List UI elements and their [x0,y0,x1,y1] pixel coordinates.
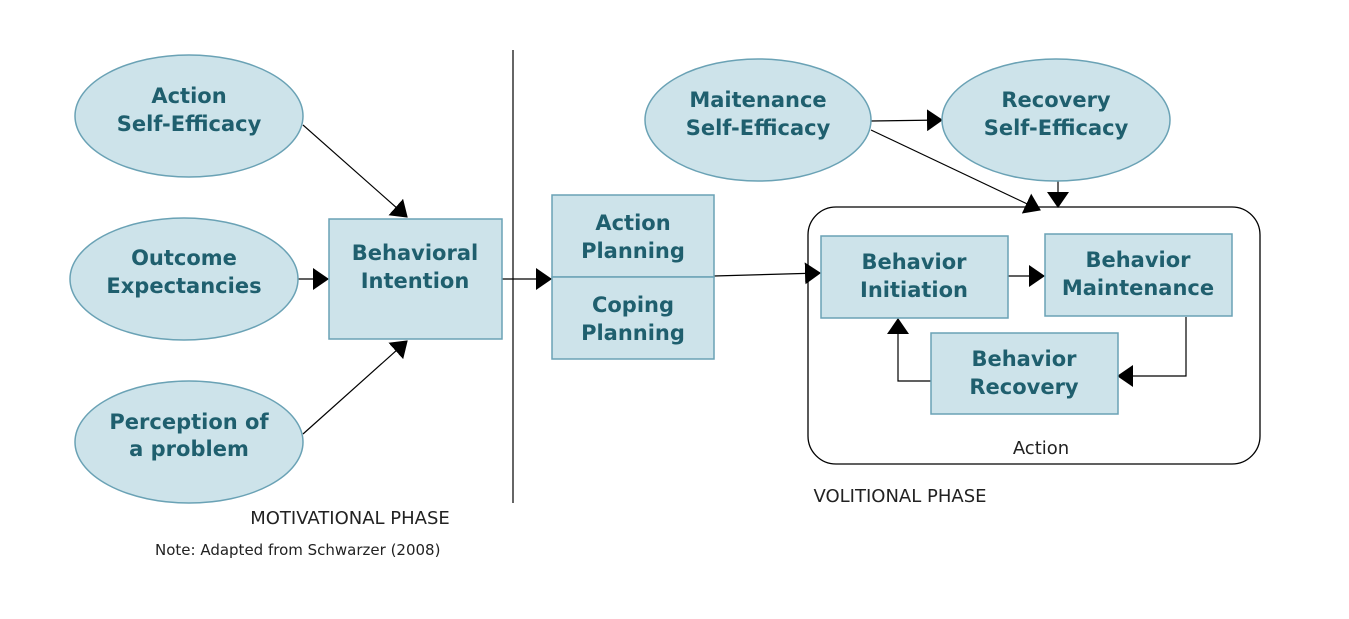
node-behavioral-intention: Behavioral Intention [328,218,503,340]
node-label-line: Action [595,211,670,235]
node-label-line: Action [151,84,226,108]
arrow-action-se-to-intention [302,124,408,218]
node-behavior-recovery: Behavior Recovery [930,332,1119,415]
node-maintenance-self-efficacy: Maitenance Self-Efficacy [644,58,872,182]
node-label-line: Behavior [861,250,967,274]
node-outcome-expectancies: Outcome Expectancies [69,217,299,341]
volitional-phase-label: VOLITIONAL PHASE [813,486,986,507]
node-label-line: Recovery [969,375,1079,399]
node-coping-planning: Coping Planning [551,276,715,360]
arrow-maint-se-to-recovery-se [870,109,943,132]
node-label-line: Coping [592,293,674,317]
arrow-maintenance-to-recovery [1117,317,1187,387]
node-label-line: Planning [581,321,685,345]
arrow-planning-to-initiation [713,262,821,285]
node-label-line: Maintenance [1062,276,1214,300]
node-label-line: Self-Efficacy [686,116,831,140]
source-note: Note: Adapted from Schwarzer (2008) [155,541,440,559]
node-action-self-efficacy: Action Self-Efficacy [74,54,304,178]
node-label-line: Self-Efficacy [117,112,262,136]
node-label-line: Behavioral [352,241,478,265]
node-label-line: Behavior [971,347,1077,371]
action-container-label: Action [1013,438,1069,459]
arrow-maint-se-to-action [870,129,1041,214]
node-behavior-maintenance: Behavior Maintenance [1044,233,1233,317]
arrow-recovery-to-initiation [887,318,931,382]
node-label-line: Intention [361,269,470,293]
node-action-planning: Action Planning [551,194,715,278]
connectors [298,109,1187,435]
node-label-line: Perception of [109,410,269,434]
node-label-line: Outcome [131,246,237,270]
node-perception-of-problem: Perception of a problem [74,380,304,504]
node-label-line: a problem [129,437,249,461]
node-label-line: Behavior [1085,248,1191,272]
arrow-perception-to-intention [302,340,408,435]
node-label-line: Initiation [860,278,968,302]
node-label-line: Recovery [1001,88,1111,112]
node-label-line: Self-Efficacy [984,116,1129,140]
node-behavior-initiation: Behavior Initiation [820,235,1009,319]
node-label-line: Expectancies [106,274,261,298]
motivational-phase-label: MOTIVATIONAL PHASE [250,508,450,529]
node-recovery-self-efficacy: Recovery Self-Efficacy [941,58,1171,182]
node-label-line: Planning [581,239,685,263]
node-label-line: Maitenance [689,88,826,112]
